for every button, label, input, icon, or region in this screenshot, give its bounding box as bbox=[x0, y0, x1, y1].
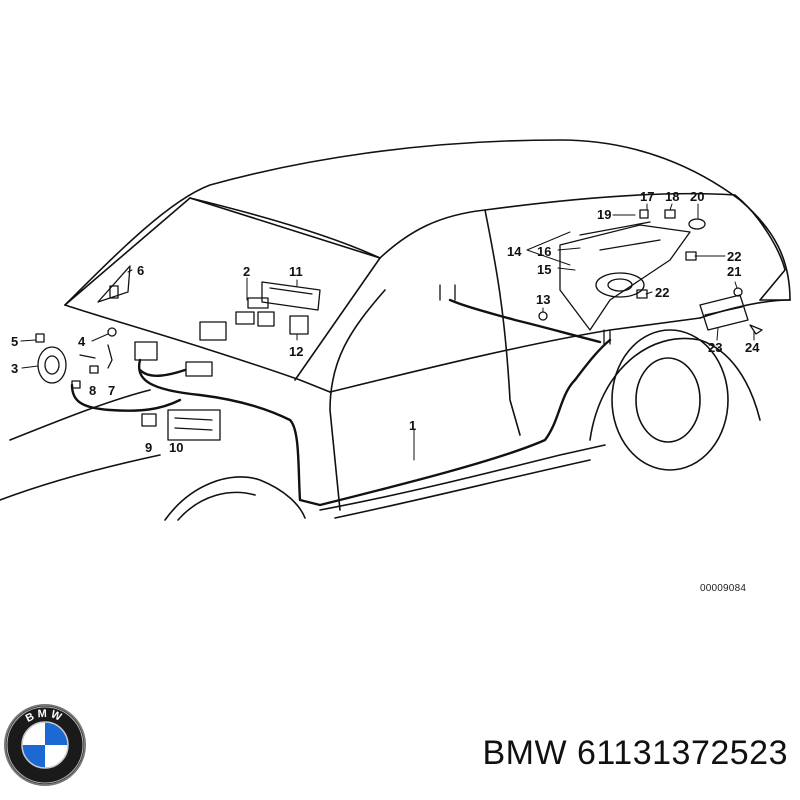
callout-9: 9 bbox=[145, 440, 152, 455]
logo-lettering: BMW bbox=[24, 708, 63, 725]
callout-4: 4 bbox=[78, 334, 86, 349]
callout-6: 6 bbox=[137, 263, 144, 278]
callout-23: 23 bbox=[708, 340, 722, 355]
callout-10: 10 bbox=[169, 440, 183, 455]
callout-labels: 1 2 3 4 5 6 7 8 9 10 11 12 13 14 15 16 1… bbox=[11, 189, 760, 455]
part-number: 61131372523 bbox=[577, 734, 788, 772]
callout-24: 24 bbox=[745, 340, 760, 355]
bmw-roundel-icon: BMW bbox=[4, 704, 86, 786]
wiring-diagram: 1 2 3 4 5 6 7 8 9 10 11 12 13 14 15 16 1… bbox=[0, 139, 791, 521]
callout-13: 13 bbox=[536, 292, 550, 307]
callout-12: 12 bbox=[289, 344, 303, 359]
part-caption: BMW 61131372523 bbox=[482, 734, 788, 773]
wiring-harness bbox=[70, 298, 612, 507]
diagram-reference-code: 00009084 bbox=[700, 583, 747, 594]
callout-15: 15 bbox=[537, 262, 551, 277]
callout-19: 19 bbox=[597, 207, 611, 222]
callout-5: 5 bbox=[11, 334, 18, 349]
callout-16: 16 bbox=[537, 244, 551, 259]
leader-lines bbox=[20, 203, 755, 461]
callout-20: 20 bbox=[690, 189, 704, 204]
brand-name: BMW bbox=[482, 734, 568, 772]
callout-7: 7 bbox=[108, 383, 115, 398]
callout-14: 14 bbox=[507, 244, 522, 259]
callout-8: 8 bbox=[89, 383, 96, 398]
callout-22-lower: 22 bbox=[655, 285, 669, 300]
callout-22-upper: 22 bbox=[727, 249, 741, 264]
components bbox=[35, 209, 763, 441]
callout-11: 11 bbox=[289, 264, 303, 279]
callout-3: 3 bbox=[11, 361, 18, 376]
car-outline bbox=[0, 139, 791, 521]
callout-17: 17 bbox=[640, 189, 654, 204]
callout-18: 18 bbox=[665, 189, 679, 204]
svg-text:BMW: BMW bbox=[24, 708, 66, 725]
callout-21: 21 bbox=[727, 264, 741, 279]
rear-speaker-part bbox=[37, 346, 67, 384]
callout-1: 1 bbox=[409, 418, 416, 433]
callout-2: 2 bbox=[243, 264, 250, 279]
